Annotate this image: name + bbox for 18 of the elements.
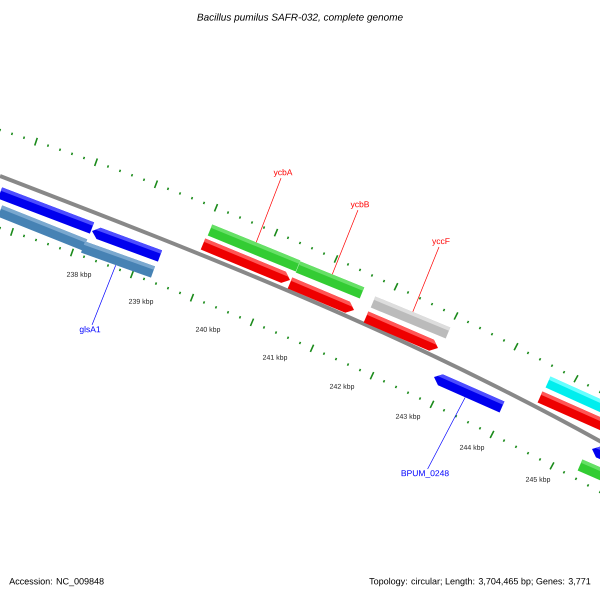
gene-feature xyxy=(370,296,450,339)
title: Bacillus pumilus SAFR-032, complete genome xyxy=(197,13,403,23)
gene-label: BPUM_0248 xyxy=(402,470,449,478)
leader-line xyxy=(256,178,282,243)
gene-label: glsA1 xyxy=(80,326,100,334)
gene-label: ycbB xyxy=(350,201,369,209)
gene-feature xyxy=(80,241,156,278)
gene-feature xyxy=(434,374,504,412)
leader-line xyxy=(92,264,116,326)
leader-line xyxy=(427,397,466,470)
gene-feature xyxy=(208,224,300,272)
genome-info-text: Topology: circular; Length: 3,704,465 bp; Genes: 3,771 xyxy=(369,578,590,586)
gene-label: ycbA xyxy=(274,169,292,177)
accession-text: Accession: NC_009848 xyxy=(9,578,104,586)
leader-line xyxy=(412,246,440,312)
gene-feature xyxy=(296,261,364,299)
gene-label: yccF xyxy=(432,238,450,246)
leader-line xyxy=(332,210,358,275)
